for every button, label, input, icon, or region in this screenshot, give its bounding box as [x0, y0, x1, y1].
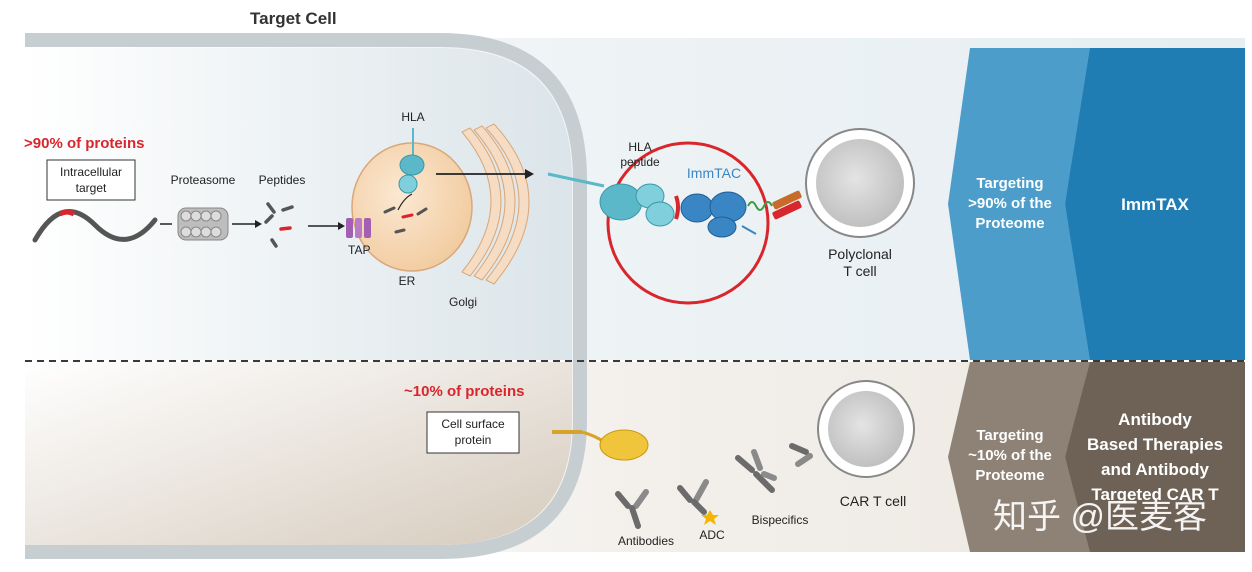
cart-cell-label: CAR T cell — [840, 493, 906, 509]
surface-protein-icon — [599, 429, 649, 461]
bottom-stat: ~10% of proteins — [404, 383, 524, 400]
arrow-head-tap — [338, 222, 345, 230]
bispecifics-label: Bispecifics — [752, 513, 809, 527]
cell-surface-box — [426, 411, 520, 454]
targeting-top-line-1: Targeting — [976, 175, 1043, 192]
golgi-organelle — [461, 123, 530, 285]
golgi-label: Golgi — [449, 295, 477, 309]
protein-strand — [32, 209, 158, 243]
peptide-fragments — [264, 202, 294, 248]
targeting-top-line-3: Proteome — [975, 215, 1044, 232]
er-peptides — [383, 206, 428, 234]
result-bottom-line-3: and Antibody — [1101, 460, 1210, 479]
er-label: ER — [399, 274, 416, 288]
arrow-head-peptides — [255, 220, 262, 228]
immtac-highlight-circle — [606, 141, 770, 305]
car-receptor-icon — [789, 443, 813, 467]
targeting-bottom-line-1: Targeting — [976, 427, 1043, 444]
immtac-tail — [741, 225, 757, 235]
top-stat: >90% of proteins — [24, 135, 144, 152]
cell-membrane — [25, 33, 587, 559]
hla-membrane-anchor — [547, 172, 605, 188]
adc-icon — [677, 479, 709, 515]
protein-strand-target-segment — [58, 209, 76, 217]
polyclonal-tcell-icon — [805, 128, 915, 238]
cd3-receptor-icon — [772, 190, 802, 220]
arrow-head-surface — [525, 169, 534, 179]
cart-cell-icon — [817, 380, 915, 478]
tcell-label-2: T cell — [843, 263, 876, 279]
targeting-top-line-2: >90% of the — [968, 195, 1052, 212]
hla-molecule-icon — [398, 154, 425, 194]
tap-transporter-icon — [346, 218, 371, 238]
er-loading-arrow — [397, 193, 413, 211]
hla-label: HLA — [401, 110, 424, 124]
proteasome-icon — [177, 207, 229, 241]
result-top-label: ImmTAX — [1121, 195, 1189, 214]
result-bottom-line-4: Targeted CAR T — [1091, 485, 1219, 504]
targeting-bottom-line-2: ~10% of the — [968, 447, 1052, 464]
tcell-label-1: Polyclonal — [828, 246, 892, 262]
bispecific-icon — [735, 449, 777, 493]
cell-surface-label-2: protein — [455, 433, 492, 447]
targeting-chevron-top — [948, 48, 1092, 360]
antibody-icon — [615, 489, 649, 529]
intracellular-target-box — [46, 159, 136, 201]
hla-peptide-label-2: peptide — [620, 155, 660, 169]
payload-star-icon — [701, 510, 719, 525]
result-bottom-line-2: Based Therapies — [1087, 435, 1223, 454]
immtac-molecule-icon — [680, 191, 747, 238]
proteasome-label: Proteasome — [171, 173, 236, 187]
intracellular-label-1: Intracellular — [60, 165, 122, 179]
peptide-in-groove — [674, 195, 680, 220]
intracellular-label-2: target — [76, 181, 107, 195]
antibodies-label: Antibodies — [618, 534, 674, 548]
cell-interior-top — [25, 48, 572, 360]
cell-surface-label-1: Cell surface — [441, 417, 505, 431]
result-chevron-bottom — [1065, 362, 1245, 552]
hla-peptide-complex-icon — [599, 183, 675, 227]
targeting-chevron-bottom — [948, 362, 1092, 552]
watermark: 知乎 @医麦客 — [993, 498, 1207, 536]
targeting-bottom-line-3: Proteome — [975, 467, 1044, 484]
diagram-title: Target Cell — [250, 9, 337, 28]
cell-interior-bottom — [25, 362, 572, 545]
linker — [747, 201, 773, 211]
hla-peptide-label-1: HLA — [628, 140, 651, 154]
result-chevron-top — [1065, 48, 1245, 360]
result-bottom-line-1: Antibody — [1118, 410, 1192, 429]
tap-label: TAP — [348, 243, 370, 257]
adc-label: ADC — [699, 528, 725, 542]
peptides-label: Peptides — [259, 173, 306, 187]
immtac-label: ImmTAC — [687, 165, 741, 181]
